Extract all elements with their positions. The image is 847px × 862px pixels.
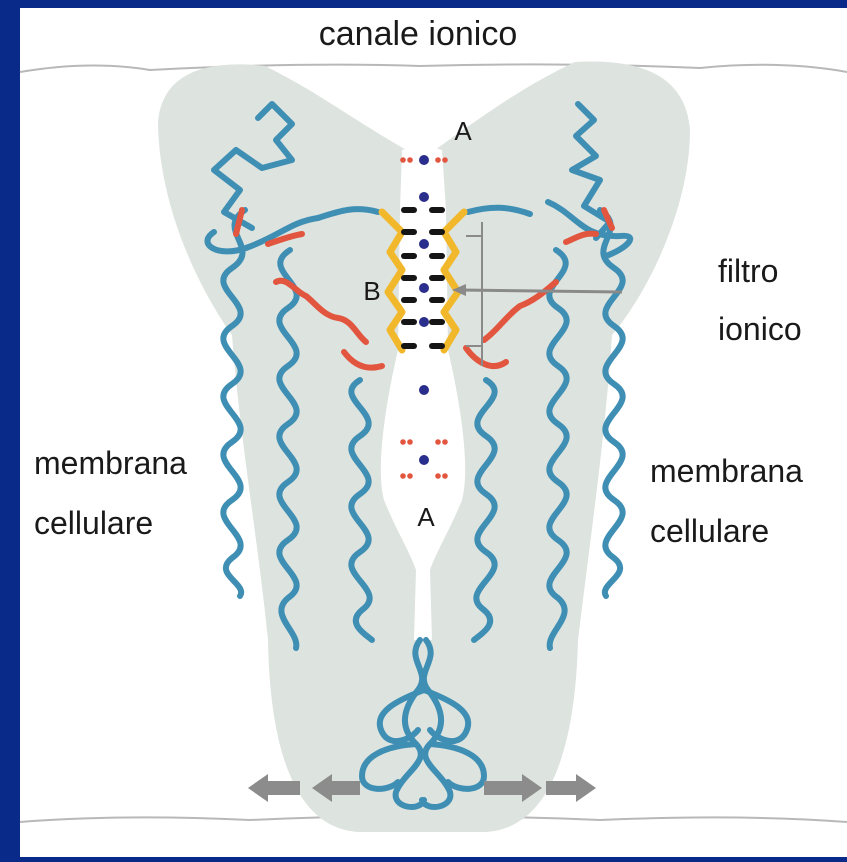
water [400,439,406,445]
site-label-top: A [454,116,472,146]
ion [419,283,429,293]
filter-label-line2: ionico [718,311,802,347]
water [407,439,413,445]
ion [419,385,429,395]
site-label-middle: B [363,276,380,306]
water [435,157,441,163]
filter-label-line1: filtro [718,253,778,289]
water [442,157,448,163]
water [407,473,413,479]
membrane-right-line2: cellulare [650,513,769,549]
ion [419,317,429,327]
title-label: canale ionico [319,15,517,53]
water [442,439,448,445]
water [442,473,448,479]
ion [419,239,429,249]
water [400,473,406,479]
ion [419,192,429,202]
site-label-bottom: A [417,502,435,532]
water [400,157,406,163]
water [435,473,441,479]
membrane-left-line2: cellulare [34,505,153,541]
membrane-left-line1: membrana [34,445,187,481]
filter-pointer-line [460,290,622,292]
ion [419,455,429,465]
membrane-right-line1: membrana [650,453,803,489]
water [435,439,441,445]
ion [419,155,429,165]
water [407,157,413,163]
